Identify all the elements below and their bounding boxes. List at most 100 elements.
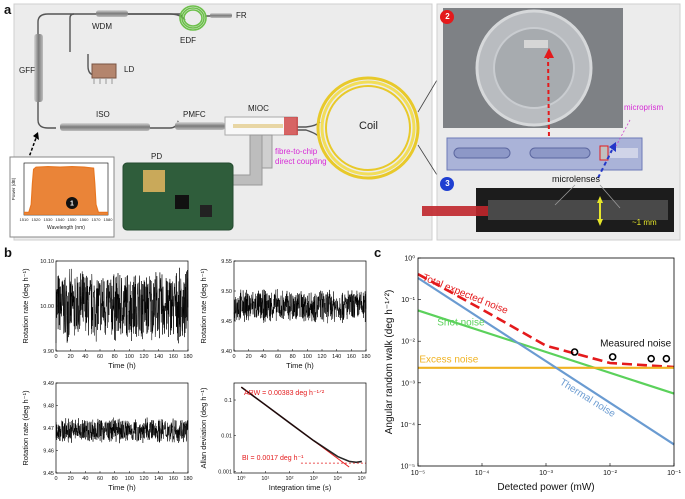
y-tick-label: 10.10 bbox=[40, 259, 54, 265]
x-tick-label: 0 bbox=[232, 354, 235, 360]
y-axis-label: Rotation rate (deg h⁻¹) bbox=[199, 268, 208, 344]
x-tick-label: 10⁴ bbox=[333, 475, 342, 482]
x-tick-label: 10⁻⁵ bbox=[411, 470, 425, 477]
x-tick-label: 10⁻² bbox=[603, 470, 617, 477]
rotation-trace bbox=[233, 288, 367, 324]
rotation-trace bbox=[55, 417, 189, 444]
measured-noise-point bbox=[608, 353, 617, 361]
y-tick-label: 9.47 bbox=[43, 426, 54, 432]
x-tick-label: 160 bbox=[169, 476, 178, 482]
y-tick-label: 10.00 bbox=[40, 304, 54, 310]
total-expected-noise-label: Total expected noise bbox=[421, 272, 510, 317]
y-tick-label: 9.45 bbox=[221, 319, 232, 325]
badge-2 bbox=[440, 10, 454, 24]
edf-coil bbox=[179, 5, 207, 31]
x-tick-label: 20 bbox=[68, 354, 74, 360]
x-tick-label: 10⁻¹ bbox=[667, 470, 681, 477]
y-tick-label: 9.46 bbox=[43, 449, 54, 455]
y-tick-label: 9.45 bbox=[43, 471, 54, 477]
inset-x-tick-label: 1580 bbox=[104, 217, 114, 222]
y-tick-label: 10⁻¹ bbox=[401, 297, 415, 304]
label-fr: FR bbox=[236, 11, 247, 20]
label-coil: Coil bbox=[359, 120, 378, 132]
x-tick-label: 180 bbox=[361, 354, 370, 360]
x-axis-label: Time (h) bbox=[108, 483, 136, 492]
y-axis-label: Rotation rate (deg h⁻¹) bbox=[21, 390, 30, 466]
x-tick-label: 10⁰ bbox=[237, 475, 246, 482]
label-coupling: fibre-to-chip direct coupling bbox=[275, 147, 327, 166]
badge-3 bbox=[440, 177, 454, 191]
measured-noise-point bbox=[647, 354, 655, 363]
pd-board bbox=[122, 162, 234, 231]
x-tick-label: 40 bbox=[82, 354, 88, 360]
y-tick-label: 0.01 bbox=[221, 434, 232, 440]
x-tick-label: 140 bbox=[332, 354, 341, 360]
axes-frame bbox=[233, 260, 367, 352]
x-tick-label: 120 bbox=[317, 354, 326, 360]
y-axis-label: Allan deviation (deg h⁻¹) bbox=[199, 387, 208, 469]
x-tick-label: 100 bbox=[303, 354, 312, 360]
x-tick-label: 10² bbox=[285, 476, 293, 482]
y-tick-label: 0.001 bbox=[218, 469, 232, 475]
inset-spectrum-line bbox=[24, 166, 108, 214]
label-ld: LD bbox=[124, 65, 135, 74]
measured-noise-point bbox=[662, 354, 671, 363]
label-pmfc: PMFC bbox=[183, 110, 206, 119]
y-tick-label: 9.40 bbox=[221, 349, 232, 355]
x-axis-label: Detected power (mW) bbox=[497, 482, 594, 493]
fibre-coil bbox=[316, 76, 420, 180]
x-tick-label: 10³ bbox=[310, 476, 318, 482]
x-tick-label: 100 bbox=[125, 476, 134, 482]
y-tick-label: 9.49 bbox=[43, 381, 54, 387]
x-tick-label: 120 bbox=[139, 354, 148, 360]
excess-noise-label: Excess noise bbox=[419, 354, 478, 365]
label-pd: PD bbox=[151, 152, 163, 161]
inset-x-axis-label: Wavelength (nm) bbox=[47, 225, 85, 231]
badge-1 bbox=[66, 197, 78, 209]
label-iso: ISO bbox=[96, 110, 110, 119]
allan-deviation-curve bbox=[240, 386, 362, 464]
y-tick-label: 0.1 bbox=[224, 398, 232, 404]
x-tick-label: 0 bbox=[54, 476, 57, 482]
x-tick-label: 140 bbox=[154, 476, 163, 482]
chart-allan-deviation: ARW = 0.00383 deg h⁻¹ᐟ² BI = 0.0017 deg h… bbox=[199, 382, 367, 492]
x-tick-label: 120 bbox=[139, 476, 148, 482]
inset-x-tick-label: 1540 bbox=[56, 217, 66, 222]
measured-noise-point bbox=[570, 348, 579, 356]
panel-c-letter: c bbox=[374, 245, 382, 260]
y-axis-label: Rotation rate (deg h⁻¹) bbox=[21, 268, 30, 344]
label-wdm: WDM bbox=[92, 22, 112, 31]
thermal-noise-line bbox=[417, 277, 675, 446]
x-tick-label: 160 bbox=[169, 354, 178, 360]
y-tick-label: 10⁻⁴ bbox=[401, 422, 416, 429]
x-axis-label: Time (h) bbox=[108, 361, 136, 370]
inset-x-tick-label: 1560 bbox=[80, 217, 90, 222]
axes-frame bbox=[233, 382, 367, 474]
gff-component bbox=[34, 34, 43, 102]
pmfc-component bbox=[175, 122, 225, 130]
x-tick-label: 60 bbox=[97, 354, 103, 360]
inset-y-axis-label: Power (dB) bbox=[11, 177, 16, 200]
y-axis-label: Angular random walk (deg h⁻¹ᐟ²) bbox=[384, 290, 395, 435]
shot-noise-line bbox=[417, 309, 675, 395]
x-tick-label: 60 bbox=[97, 476, 103, 482]
x-tick-label: 140 bbox=[154, 354, 163, 360]
y-tick-label: 9.90 bbox=[43, 349, 54, 355]
x-tick-label: 10¹ bbox=[261, 476, 269, 482]
x-tick-label: 40 bbox=[260, 354, 266, 360]
x-tick-label: 180 bbox=[183, 354, 192, 360]
x-tick-label: 80 bbox=[112, 354, 118, 360]
inset-x-tick-label: 1530 bbox=[44, 217, 54, 222]
bi-annotation: BI = 0.0017 deg h⁻¹ bbox=[242, 455, 304, 462]
label-gff: GFF bbox=[19, 66, 35, 75]
shot-noise-label: Shot noise bbox=[437, 317, 485, 328]
arw-annotation: ARW = 0.00383 deg h⁻¹ᐟ² bbox=[244, 390, 325, 397]
y-tick-label: 10⁰ bbox=[404, 255, 415, 263]
wdm-component bbox=[96, 10, 128, 17]
inset-spectrum-area bbox=[24, 166, 108, 215]
x-tick-label: 40 bbox=[82, 476, 88, 482]
measured-noise-label: Measured noise bbox=[600, 339, 672, 350]
y-tick-label: 10⁻³ bbox=[401, 380, 415, 387]
